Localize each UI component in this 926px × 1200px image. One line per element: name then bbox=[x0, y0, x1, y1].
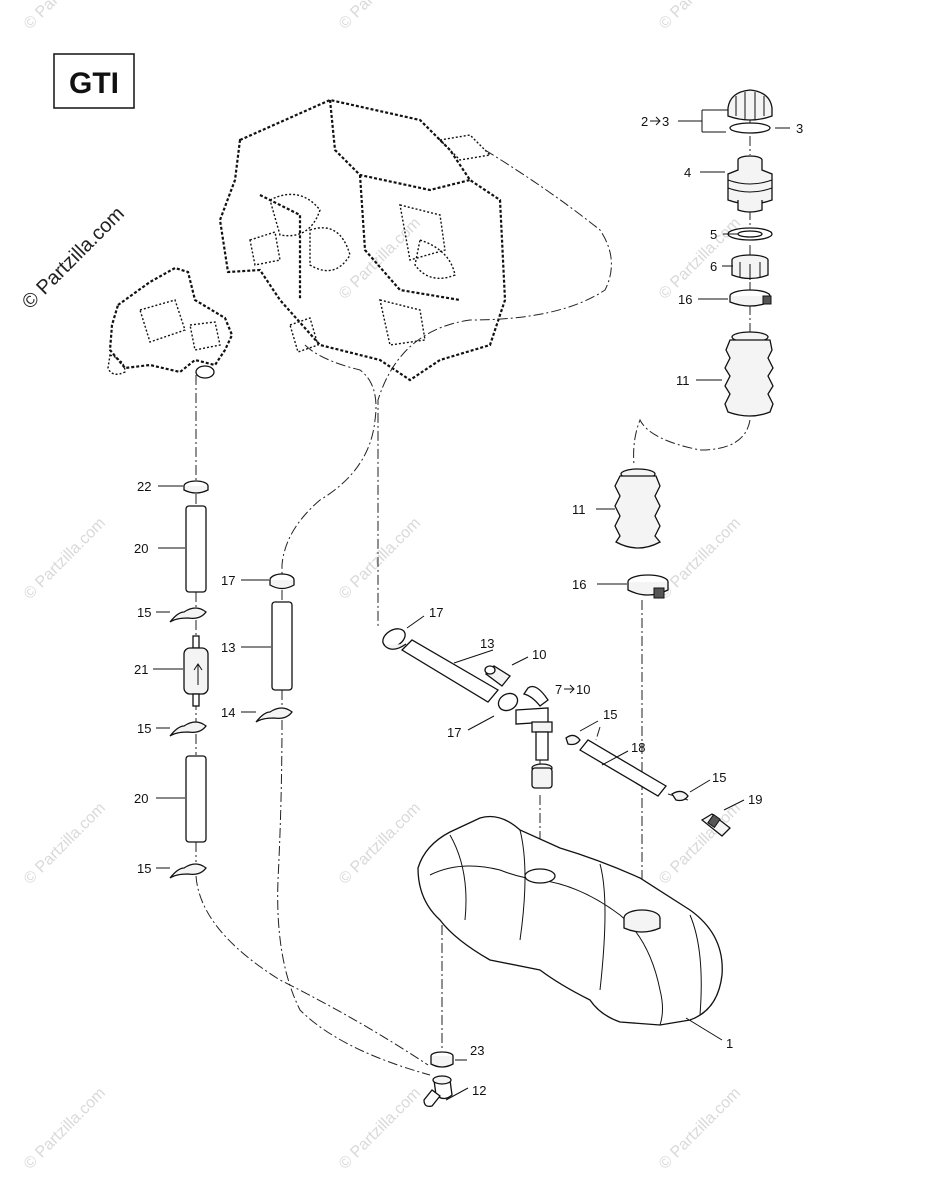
grommet-23 bbox=[430, 1051, 454, 1068]
filler-neck bbox=[727, 155, 773, 213]
watermark: © Partzilla.com bbox=[656, 0, 744, 33]
callout-19: 19 bbox=[748, 792, 762, 807]
callout-22: 22 bbox=[137, 479, 151, 494]
clamp-top bbox=[729, 289, 772, 307]
watermark: © Partzilla.com bbox=[21, 515, 109, 603]
callout-20-top: 20 bbox=[134, 541, 148, 556]
fitting-12 bbox=[423, 1075, 453, 1108]
callout-7-target: 10 bbox=[576, 682, 590, 697]
watermark: © Partzilla.com bbox=[336, 215, 424, 303]
replaces-arrow-icon bbox=[564, 684, 575, 694]
callout-21: 21 bbox=[134, 662, 148, 677]
watermark: © Partzilla.com bbox=[21, 800, 109, 888]
callout-18: 18 bbox=[631, 740, 645, 755]
fuel-tank bbox=[417, 815, 723, 1026]
partzilla-watermark: © Partzilla.com bbox=[18, 203, 129, 314]
callout-15-a: 15 bbox=[137, 605, 151, 620]
watermark: © Partzilla.com bbox=[656, 215, 744, 303]
gasket-ring-inner bbox=[737, 230, 763, 238]
pump-outlet-fitting bbox=[195, 365, 215, 379]
callout-11-bottom: 11 bbox=[572, 502, 586, 517]
callout-16-top: 16 bbox=[678, 292, 692, 307]
callout-15-b: 15 bbox=[137, 721, 151, 736]
callout-4: 4 bbox=[684, 165, 691, 180]
callout-5: 5 bbox=[710, 227, 717, 242]
tank-opening bbox=[524, 868, 556, 884]
watermark: © Partzilla.com bbox=[656, 800, 744, 888]
locking-nut bbox=[731, 254, 769, 280]
hose-20-bottom bbox=[185, 755, 207, 843]
hose-13-left bbox=[271, 601, 293, 691]
routing-lines bbox=[195, 100, 751, 1076]
watermark: © Partzilla.com bbox=[336, 1085, 424, 1173]
callout-12: 12 bbox=[472, 1083, 486, 1098]
clip-15-b bbox=[169, 721, 207, 737]
engine-block-ghost bbox=[218, 98, 507, 382]
replaces-arrow-icon bbox=[650, 116, 661, 126]
callout-20-bottom: 20 bbox=[134, 791, 148, 806]
clip-15-a bbox=[169, 607, 207, 623]
watermark: © Partzilla.com bbox=[21, 0, 109, 33]
callout-23: 23 bbox=[470, 1043, 484, 1058]
watermark: © Partzilla.com bbox=[21, 1085, 109, 1173]
callout-15-e: 15 bbox=[712, 770, 726, 785]
clip-14 bbox=[255, 707, 293, 723]
clamp-17-left bbox=[269, 573, 295, 590]
callout-labels: 2 3 3 4 5 6 16 11 11 16 22 20 15 21 15 2… bbox=[134, 114, 803, 1098]
watermark: © Partzilla.com bbox=[336, 0, 424, 33]
callout-3: 3 bbox=[796, 121, 803, 136]
callout-17-left: 17 bbox=[221, 573, 235, 588]
clamp-22 bbox=[183, 480, 209, 494]
callout-13-right: 13 bbox=[480, 636, 494, 651]
clamp-bottom bbox=[627, 574, 669, 599]
hose-20-top bbox=[185, 505, 207, 593]
callout-16-bottom: 16 bbox=[572, 577, 586, 592]
callout-17-right-top: 17 bbox=[429, 605, 443, 620]
model-label: GTI bbox=[69, 67, 119, 100]
tee-assembly bbox=[382, 628, 731, 837]
callout-7: 7 bbox=[555, 682, 562, 697]
bellows-bottom bbox=[614, 468, 662, 549]
leader-lines bbox=[153, 109, 790, 1101]
callout-10: 10 bbox=[532, 647, 546, 662]
callout-6: 6 bbox=[710, 259, 717, 274]
callout-15-c: 15 bbox=[137, 861, 151, 876]
callout-2-target: 3 bbox=[662, 114, 669, 129]
bellows-top bbox=[724, 331, 774, 417]
callout-13-left: 13 bbox=[221, 640, 235, 655]
callout-14: 14 bbox=[221, 705, 235, 720]
inline-fuel-filter bbox=[183, 635, 209, 707]
callout-11-top: 11 bbox=[676, 373, 690, 388]
watermark: © Partzilla.com bbox=[656, 1085, 744, 1173]
callout-2: 2 bbox=[641, 114, 648, 129]
model-badge bbox=[53, 53, 135, 109]
watermark: © Partzilla.com bbox=[336, 515, 424, 603]
fuel-cap bbox=[727, 89, 773, 134]
callout-17-right-bottom: 17 bbox=[447, 725, 461, 740]
watermark: © Partzilla.com bbox=[336, 800, 424, 888]
cap-gasket bbox=[729, 122, 771, 134]
callout-1: 1 bbox=[726, 1036, 733, 1051]
fuel-pump-ghost bbox=[107, 266, 234, 379]
callout-15-d: 15 bbox=[603, 707, 617, 722]
clip-15-c bbox=[169, 863, 207, 879]
watermark: © Partzilla.com bbox=[656, 515, 744, 603]
